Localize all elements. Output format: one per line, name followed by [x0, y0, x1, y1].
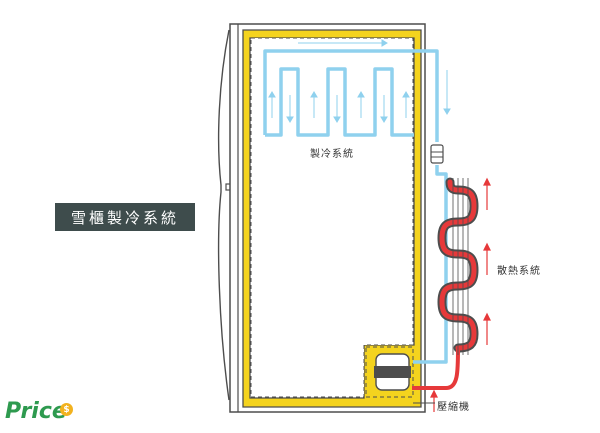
- heat-pipe-to-compressor: [412, 347, 460, 390]
- filter-drier: [430, 144, 444, 164]
- heat-pipe: [439, 179, 477, 351]
- heat-flow-arrows: [430, 177, 491, 412]
- brand-logo: Price: [5, 399, 67, 424]
- compressor-label: 壓縮機: [437, 402, 470, 413]
- compressor: [374, 353, 411, 391]
- fridge-inner-liner: [250, 37, 414, 398]
- dollar-coin-icon: $: [60, 403, 73, 416]
- cooling-flow-arrows: [268, 39, 451, 123]
- cooling-pipe: [263, 49, 439, 142]
- condenser-wires: [452, 178, 469, 355]
- cooling-pipe-return: [413, 165, 448, 364]
- compressor-compartment-outline: [365, 346, 414, 398]
- heat-system-label: 散熱系統: [497, 266, 541, 277]
- door-handle: [217, 29, 230, 401]
- cooling-pipe-coil: [265, 67, 414, 137]
- cooling-system-label: 製冷系統: [310, 149, 354, 160]
- diagram-title: 雪櫃製冷系統: [55, 203, 195, 231]
